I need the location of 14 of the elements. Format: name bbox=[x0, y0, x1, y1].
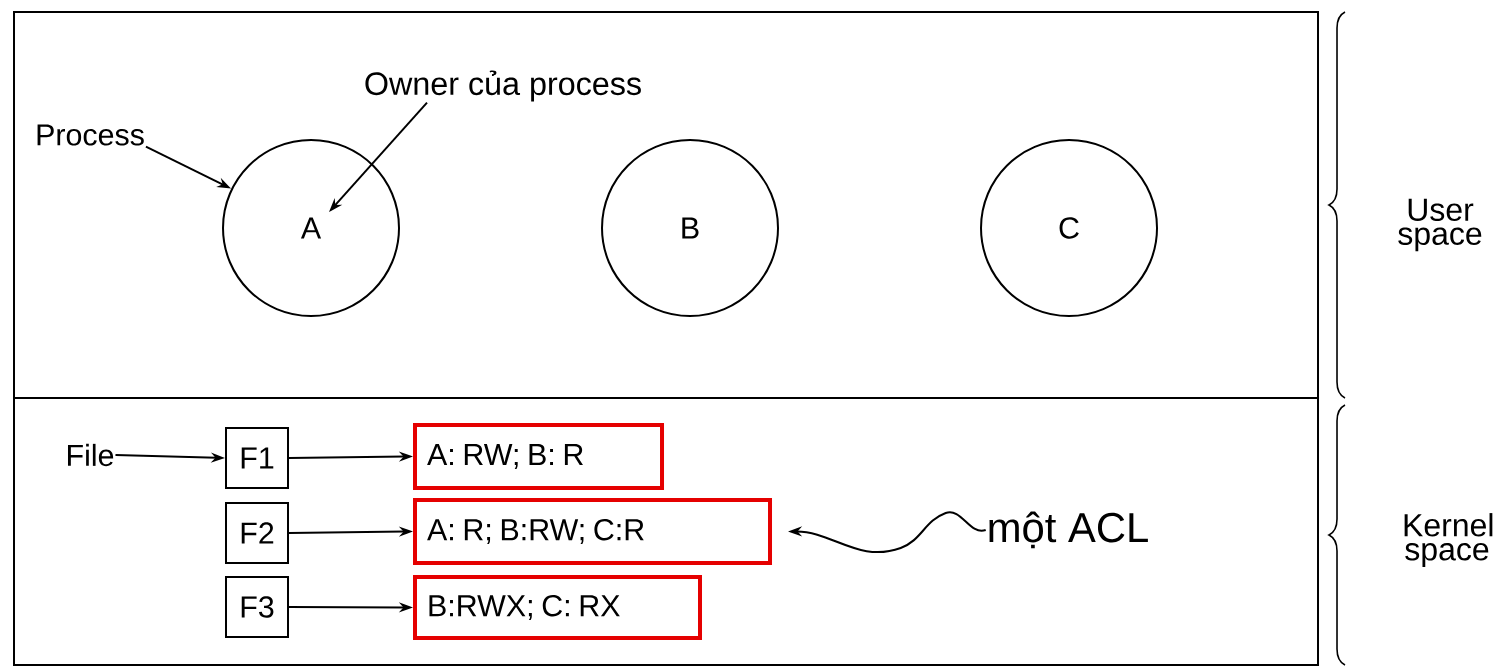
text-label: Owner của process bbox=[365, 70, 641, 102]
acl-box: A: R; B:RW; C:R bbox=[413, 498, 772, 565]
region-box bbox=[13, 11, 1319, 399]
region-label: User space bbox=[1398, 198, 1482, 252]
text-label: Process bbox=[37, 124, 144, 146]
acl-box: A: RW; B: R bbox=[413, 423, 664, 490]
text-label: một ACL bbox=[989, 511, 1148, 549]
acl-box: B:RWX; C: RX bbox=[413, 575, 702, 640]
region-label: Kernel space bbox=[1404, 513, 1493, 567]
region-box bbox=[13, 397, 1319, 666]
text-label: File bbox=[68, 443, 114, 467]
file-box: F3 bbox=[225, 576, 289, 638]
file-box: F2 bbox=[225, 502, 289, 564]
file-box: F1 bbox=[225, 427, 289, 489]
